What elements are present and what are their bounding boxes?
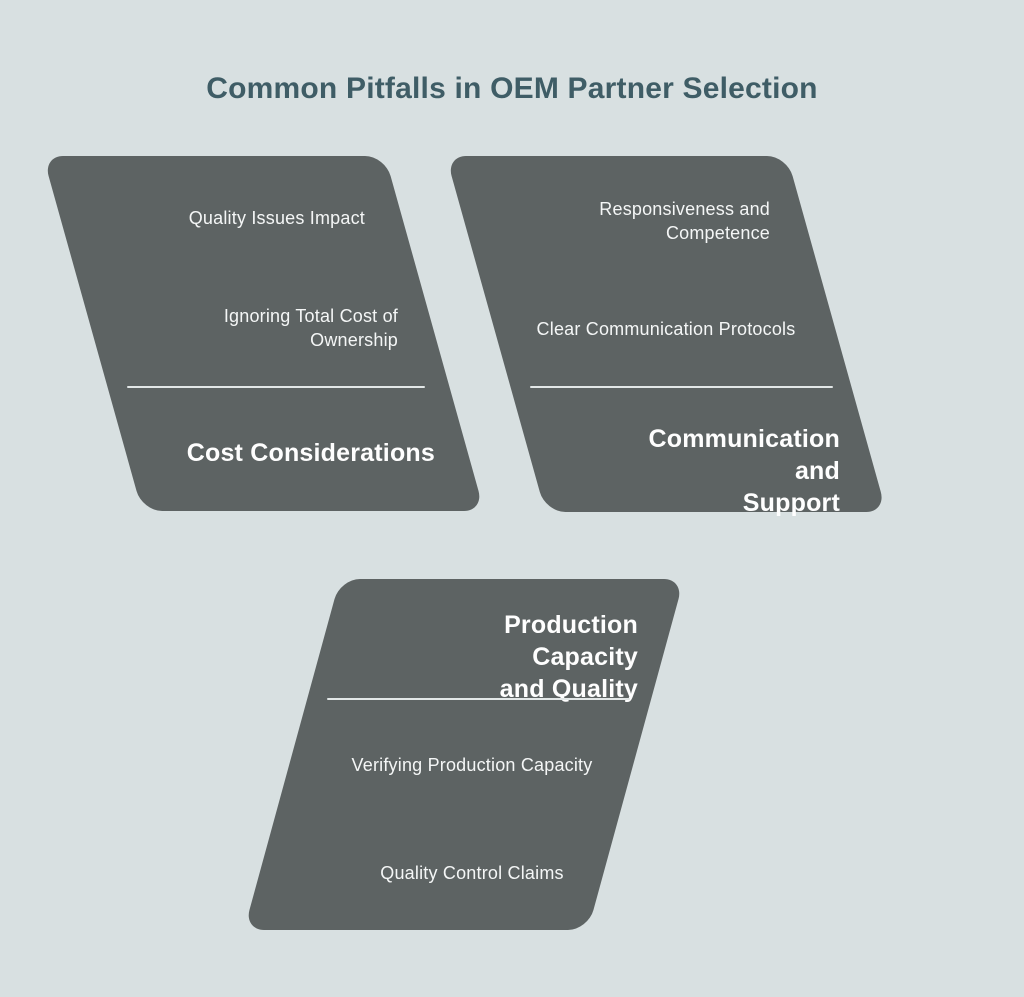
card-title-line: Communication and <box>648 425 840 485</box>
card-title-line: Support <box>742 489 840 517</box>
card-item: Responsiveness and Competence <box>590 197 770 245</box>
card-item: Quality Control Claims <box>322 861 622 885</box>
card-item: Quality Issues Impact <box>115 206 365 230</box>
card-item-line: Ownership <box>310 330 398 350</box>
card-item: Ignoring Total Cost of Ownership <box>188 304 398 352</box>
card-title-line: Cost Considerations <box>186 439 435 467</box>
divider-line <box>530 386 833 388</box>
card-title-line: Production Capacity <box>504 611 638 671</box>
divider-line <box>127 386 425 388</box>
card-item: Verifying Production Capacity <box>322 753 622 777</box>
card-item-line: Quality Control Claims <box>380 863 564 883</box>
card-item-line: Verifying Production Capacity <box>351 755 593 775</box>
card-item: Clear Communication Protocols <box>516 317 816 341</box>
card-item-line: Ignoring Total Cost of <box>223 306 398 326</box>
card-title-cost-considerations: Cost Considerations <box>185 437 435 469</box>
card-item-line: Quality Issues Impact <box>188 208 365 228</box>
card-title-line: and Quality <box>499 675 638 703</box>
page-title: Common Pitfalls in OEM Partner Selection <box>206 72 818 105</box>
card-item-line: Competence <box>665 223 770 243</box>
card-item-line: Responsiveness and <box>599 199 770 219</box>
card-title-communication-and-support: Communication and Support <box>610 423 840 519</box>
card-item-line: Clear Communication Protocols <box>536 319 796 339</box>
divider-line <box>327 698 630 700</box>
card-title-production-capacity-and-quality: Production Capacity and Quality <box>393 609 638 705</box>
